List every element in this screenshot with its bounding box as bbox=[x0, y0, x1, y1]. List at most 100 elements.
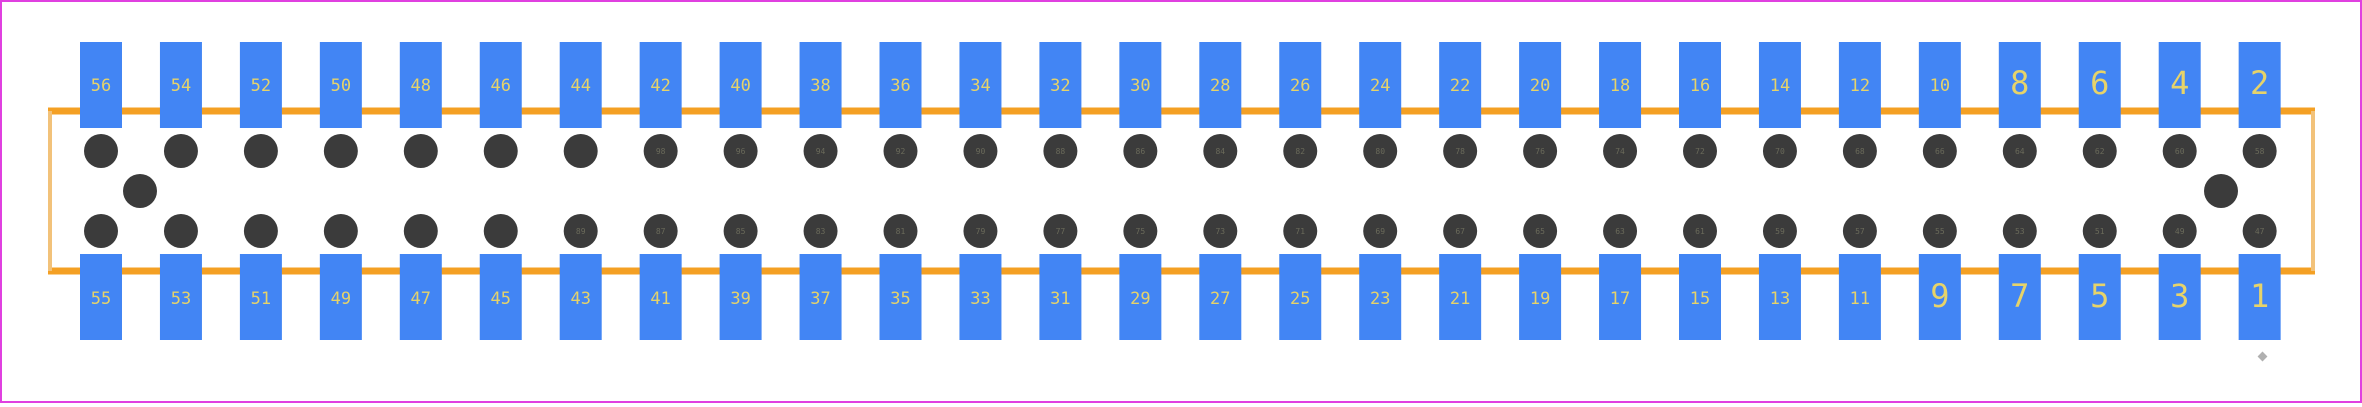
bottom-row-pad-label: 17 bbox=[1610, 289, 1630, 309]
upper-hole bbox=[84, 134, 118, 168]
bottom-row-pad bbox=[1119, 254, 1162, 340]
top-row-pad bbox=[1838, 42, 1881, 128]
bottom-row-pad bbox=[239, 254, 282, 340]
upper-hole-label: 62 bbox=[2095, 147, 2105, 156]
bottom-row-pad bbox=[1039, 254, 1082, 340]
top-row-pad bbox=[2238, 42, 2281, 128]
lower-hole-label: 53 bbox=[2015, 227, 2025, 236]
upper-hole-label: 76 bbox=[1535, 147, 1545, 156]
top-row-pad bbox=[959, 42, 1002, 128]
bottom-row-pad bbox=[479, 254, 522, 340]
upper-hole-label: 88 bbox=[1056, 147, 1066, 156]
bottom-row-pad-label: 43 bbox=[570, 289, 590, 309]
bottom-row-pad bbox=[719, 254, 762, 340]
bottom-row-pad-label: 19 bbox=[1530, 289, 1550, 309]
top-row-pad-label: 46 bbox=[491, 76, 511, 96]
upper-hole-label: 80 bbox=[1375, 147, 1385, 156]
bottom-row-pad-label: 7 bbox=[2010, 277, 2029, 315]
upper-hole bbox=[243, 134, 278, 168]
lower-hole bbox=[163, 214, 198, 248]
lower-hole-label: 69 bbox=[1375, 227, 1385, 236]
top-row-pad bbox=[1998, 42, 2041, 128]
lower-hole bbox=[1123, 214, 1158, 248]
mounting-hole bbox=[123, 174, 157, 208]
upper-hole bbox=[1123, 134, 1158, 168]
top-row-pad-label: 32 bbox=[1050, 76, 1070, 96]
lower-hole bbox=[403, 214, 438, 248]
pin-1-marker bbox=[2257, 351, 2268, 362]
top-row-pad-label: 36 bbox=[890, 76, 910, 96]
bottom-row-pad-label: 1 bbox=[2250, 277, 2269, 315]
upper-hole bbox=[1363, 134, 1398, 168]
silkscreen-outline bbox=[48, 107, 2315, 275]
bottom-row-pad bbox=[1279, 254, 1322, 340]
bottom-row-pad-label: 55 bbox=[91, 289, 111, 309]
bottom-row-pad-label: 13 bbox=[1770, 289, 1790, 309]
top-row-pad-label: 2 bbox=[2250, 64, 2269, 102]
lower-hole bbox=[1443, 214, 1478, 248]
bottom-row-pad bbox=[1599, 254, 1642, 340]
bottom-row-pad bbox=[1758, 254, 1801, 340]
bottom-row-pad-label: 53 bbox=[171, 289, 191, 309]
bottom-row-pad bbox=[559, 254, 602, 340]
top-row-pad-label: 6 bbox=[2090, 64, 2109, 102]
lower-hole bbox=[243, 214, 278, 248]
upper-hole bbox=[643, 134, 678, 168]
upper-hole bbox=[1283, 134, 1318, 168]
top-row-pad bbox=[399, 42, 442, 128]
lower-hole bbox=[643, 214, 678, 248]
top-row-pad bbox=[1679, 42, 1721, 128]
lower-hole bbox=[84, 214, 118, 248]
bottom-row-pad bbox=[80, 254, 122, 340]
top-row-pad-label: 48 bbox=[411, 76, 431, 96]
lower-hole bbox=[323, 214, 358, 248]
lower-hole-label: 67 bbox=[1455, 227, 1465, 236]
upper-hole bbox=[803, 134, 838, 168]
lower-hole-label: 55 bbox=[1935, 227, 1945, 236]
upper-hole-label: 74 bbox=[1615, 147, 1625, 156]
lower-hole-label: 57 bbox=[1855, 227, 1865, 236]
top-row-pad bbox=[719, 42, 762, 128]
upper-hole bbox=[1922, 134, 1957, 168]
top-row-pad bbox=[2078, 42, 2121, 128]
top-row-pad-label: 22 bbox=[1450, 76, 1470, 96]
top-row-pad bbox=[479, 42, 522, 128]
lower-hole bbox=[2162, 214, 2197, 248]
bottom-row-pad bbox=[1359, 254, 1402, 340]
upper-hole bbox=[1603, 134, 1638, 168]
top-row-pad bbox=[879, 42, 922, 128]
lower-hole-label: 71 bbox=[1295, 227, 1305, 236]
upper-hole-label: 98 bbox=[656, 147, 666, 156]
bottom-row-pad-label: 51 bbox=[251, 289, 271, 309]
bottom-row-pad bbox=[959, 254, 1002, 340]
top-row-pad bbox=[1199, 42, 1242, 128]
upper-hole bbox=[1523, 134, 1558, 168]
upper-hole-label: 94 bbox=[816, 147, 826, 156]
bottom-row-pad bbox=[2078, 254, 2121, 340]
bottom-row-pad bbox=[399, 254, 442, 340]
bottom-row-pad-label: 29 bbox=[1130, 289, 1150, 309]
bottom-row-pad-label: 33 bbox=[970, 289, 990, 309]
upper-hole bbox=[2082, 134, 2117, 168]
lower-hole bbox=[1842, 214, 1877, 248]
top-row-pad-label: 30 bbox=[1130, 76, 1150, 96]
top-row-pad-label: 44 bbox=[570, 76, 590, 96]
lower-hole bbox=[2082, 214, 2117, 248]
lower-hole bbox=[1043, 214, 1078, 248]
lower-hole-label: 73 bbox=[1215, 227, 1225, 236]
lower-hole bbox=[963, 214, 998, 248]
top-row-pad-label: 20 bbox=[1530, 76, 1550, 96]
upper-hole bbox=[1762, 134, 1797, 168]
top-row-pad bbox=[639, 42, 682, 128]
upper-hole bbox=[1683, 134, 1717, 168]
lower-hole bbox=[563, 214, 598, 248]
top-row-pad-label: 50 bbox=[331, 76, 351, 96]
bottom-row-pad bbox=[1439, 254, 1482, 340]
top-row-pad bbox=[1439, 42, 1482, 128]
top-row-pad bbox=[159, 42, 202, 128]
bottom-row-pad-label: 5 bbox=[2090, 277, 2109, 315]
bottom-row-pad-label: 41 bbox=[650, 289, 670, 309]
